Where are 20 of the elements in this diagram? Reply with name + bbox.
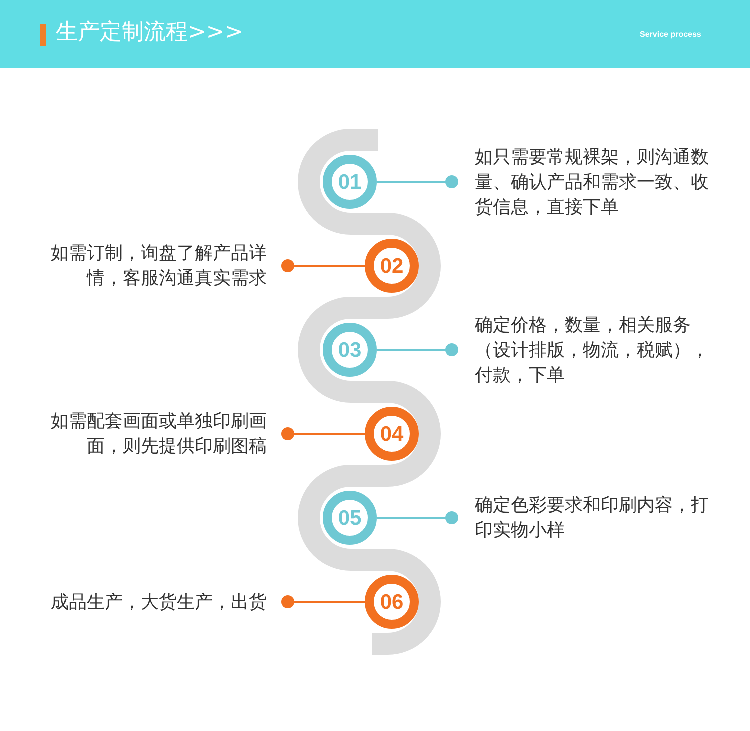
leader-line [282, 428, 365, 440]
step-description: 如需配套画面或单独印刷画面，则先提供印刷图稿 [50, 410, 267, 459]
step-description: 如需订制，询盘了解产品详情，客服沟通真实需求 [50, 242, 267, 291]
step-number: 03 [338, 340, 362, 360]
step-number: 05 [338, 508, 362, 528]
leader-line [377, 176, 458, 188]
step-description: 确定色彩要求和印刷内容，打印实物小样 [475, 494, 710, 543]
step-description: 确定价格，数量，相关服务（设计排版，物流，税赋），付款，下单 [475, 314, 710, 388]
title: 生产定制流程>>> [56, 19, 244, 47]
subtitle: Service process [640, 29, 702, 41]
step-number: 06 [380, 592, 404, 612]
leader-line [377, 512, 458, 524]
leader-line [282, 596, 365, 608]
leader-line [377, 344, 458, 356]
step-number: 04 [380, 424, 404, 444]
leader-line [282, 260, 365, 272]
step-number: 02 [380, 256, 404, 276]
step-description: 如只需要常规裸架，则沟通数量、确认产品和需求一致、收货信息，直接下单 [475, 146, 710, 220]
step-description: 成品生产，大货生产，出货 [50, 590, 267, 614]
step-number: 01 [338, 172, 362, 192]
